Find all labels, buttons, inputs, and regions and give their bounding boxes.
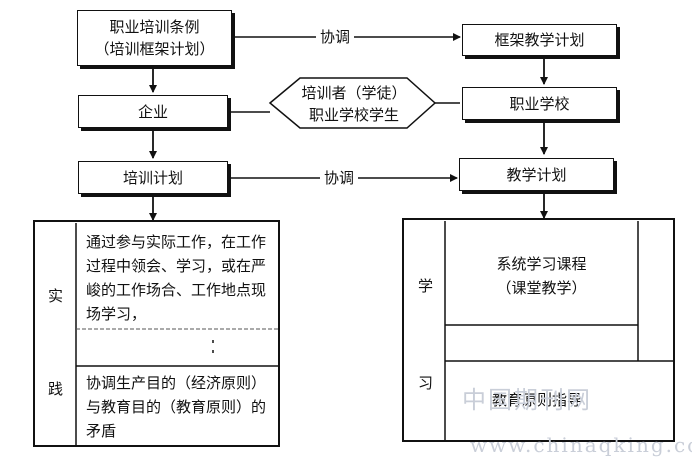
- practice-side-char-2: 践: [48, 380, 64, 398]
- training-plan-box: 培训计划: [78, 161, 228, 194]
- study-side-char-2: 习: [418, 374, 434, 392]
- hexagon-shape: [268, 77, 437, 129]
- watermark-cn: 中国期刊网: [462, 386, 592, 414]
- school-label: 职业学校: [509, 94, 570, 113]
- framework-teaching-plan-label: 框架教学计划: [494, 31, 585, 49]
- study-side-char-1: 学: [418, 277, 434, 295]
- hexagon-line2: 职业学校学生: [308, 106, 399, 124]
- watermark-url: www.chinaqking.com: [470, 433, 692, 457]
- school-box: 职业学校: [462, 87, 617, 120]
- practice-row3-text: 协调生产目的（经济原则）与教育目的（教育原则）的矛盾: [86, 374, 267, 440]
- practice-side-char-1: 实: [48, 287, 64, 305]
- hexagon-line1: 培训者（学徒）: [301, 84, 407, 102]
- coordinate-mid-label: 协调: [320, 167, 359, 188]
- study-row1-line2: （课堂教学）: [496, 279, 587, 297]
- teaching-plan-label: 教学计划: [506, 165, 567, 184]
- framework-teaching-plan-box: 框架教学计划: [462, 24, 617, 56]
- coordinate-top-label: 协调: [316, 26, 355, 47]
- hexagon-text: 培训者（学徒） 职业学校学生: [290, 82, 418, 126]
- regulation-line2: （培训框架计划）: [94, 40, 215, 58]
- study-row1-text: 系统学习课程 （课堂教学）: [445, 252, 638, 300]
- training-plan-label: 培训计划: [122, 168, 183, 187]
- regulation-box: 职业培训条例 （培训框架计划）: [77, 10, 232, 66]
- study-box: [402, 218, 675, 442]
- regulation-line1: 职业培训条例: [109, 18, 200, 36]
- practice-row1-text: 通过参与实际工作，在工作过程中领会、学习，或在严峻的工作场合、工作地点现场学习，: [86, 233, 267, 323]
- company-box: 企业: [78, 95, 228, 128]
- study-row3-text: 教育原则指导: [492, 391, 583, 409]
- study-row1-line1: 系统学习课程: [496, 255, 587, 273]
- teaching-plan-box: 教学计划: [459, 158, 614, 191]
- practice-box: [33, 220, 280, 447]
- company-label: 企业: [137, 102, 168, 121]
